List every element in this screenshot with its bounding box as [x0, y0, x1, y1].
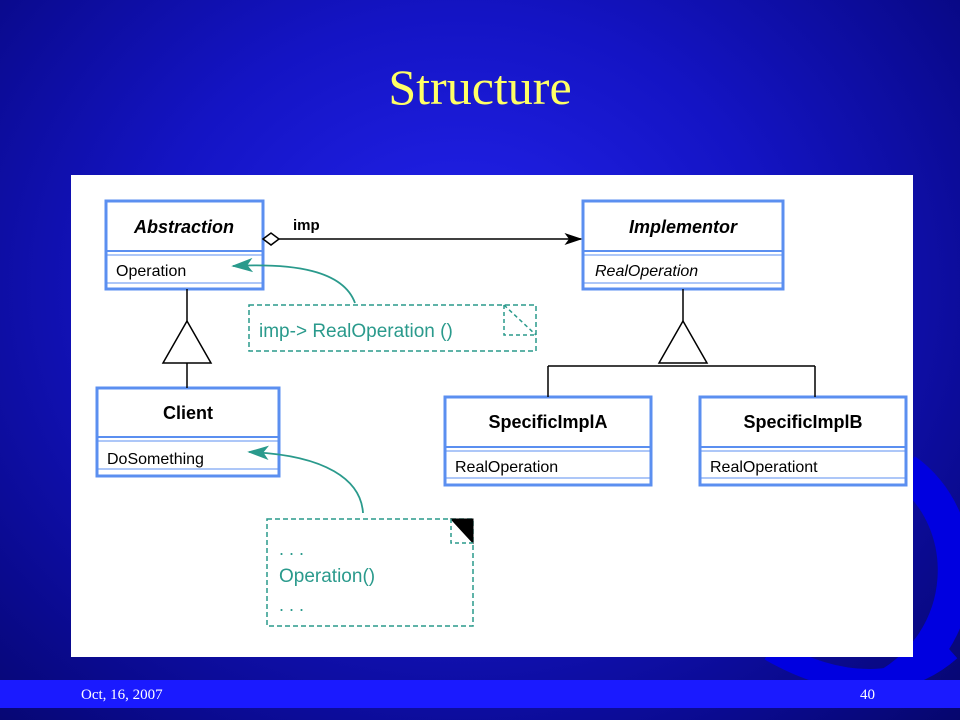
note-client: . . . Operation() . . .	[247, 445, 474, 627]
operation-specific-impl-a: RealOperation	[455, 459, 558, 476]
note-client-connector	[247, 445, 364, 514]
generalization-impls-implementor	[547, 289, 816, 397]
class-abstraction: Abstraction Operation	[104, 199, 265, 291]
generalization-client-abstraction	[161, 289, 213, 388]
class-name-specific-impl-b: SpecificImplB	[743, 412, 862, 432]
association-imp: imp	[261, 217, 583, 246]
note-client-line-1: . . .	[279, 539, 304, 559]
operation-abstraction: Operation	[116, 263, 186, 280]
uml-class-diagram: Abstraction Operation Implementor RealOp…	[95, 199, 908, 627]
footer-date: Oct, 16, 2007	[81, 687, 163, 703]
class-client: Client DoSomething	[95, 386, 281, 478]
page-number: 40	[860, 687, 875, 703]
class-specific-impl-b: SpecificImplB RealOperationt	[698, 395, 908, 487]
note-implementation-text: imp-> RealOperation ()	[259, 321, 453, 342]
class-name-specific-impl-a: SpecificImplA	[488, 412, 607, 432]
slide-title: Structure	[388, 59, 572, 115]
class-name-client: Client	[163, 403, 213, 423]
class-implementor: Implementor RealOperation	[581, 199, 785, 291]
operation-specific-impl-b: RealOperationt	[710, 459, 818, 476]
association-label: imp	[293, 217, 320, 234]
operation-client: DoSomething	[107, 451, 204, 468]
class-name-implementor: Implementor	[629, 217, 738, 237]
class-name-abstraction: Abstraction	[133, 217, 234, 237]
note-implementation-connector	[231, 257, 356, 304]
diagram-panel: Abstraction Operation Implementor RealOp…	[71, 175, 913, 657]
note-client-line-3: . . .	[279, 595, 304, 615]
note-implementation: imp-> RealOperation ()	[231, 257, 537, 352]
operation-implementor: RealOperation	[595, 263, 698, 280]
class-specific-impl-a: SpecificImplA RealOperation	[443, 395, 653, 487]
footer-bar	[0, 680, 960, 708]
note-client-line-2: Operation()	[279, 566, 375, 587]
